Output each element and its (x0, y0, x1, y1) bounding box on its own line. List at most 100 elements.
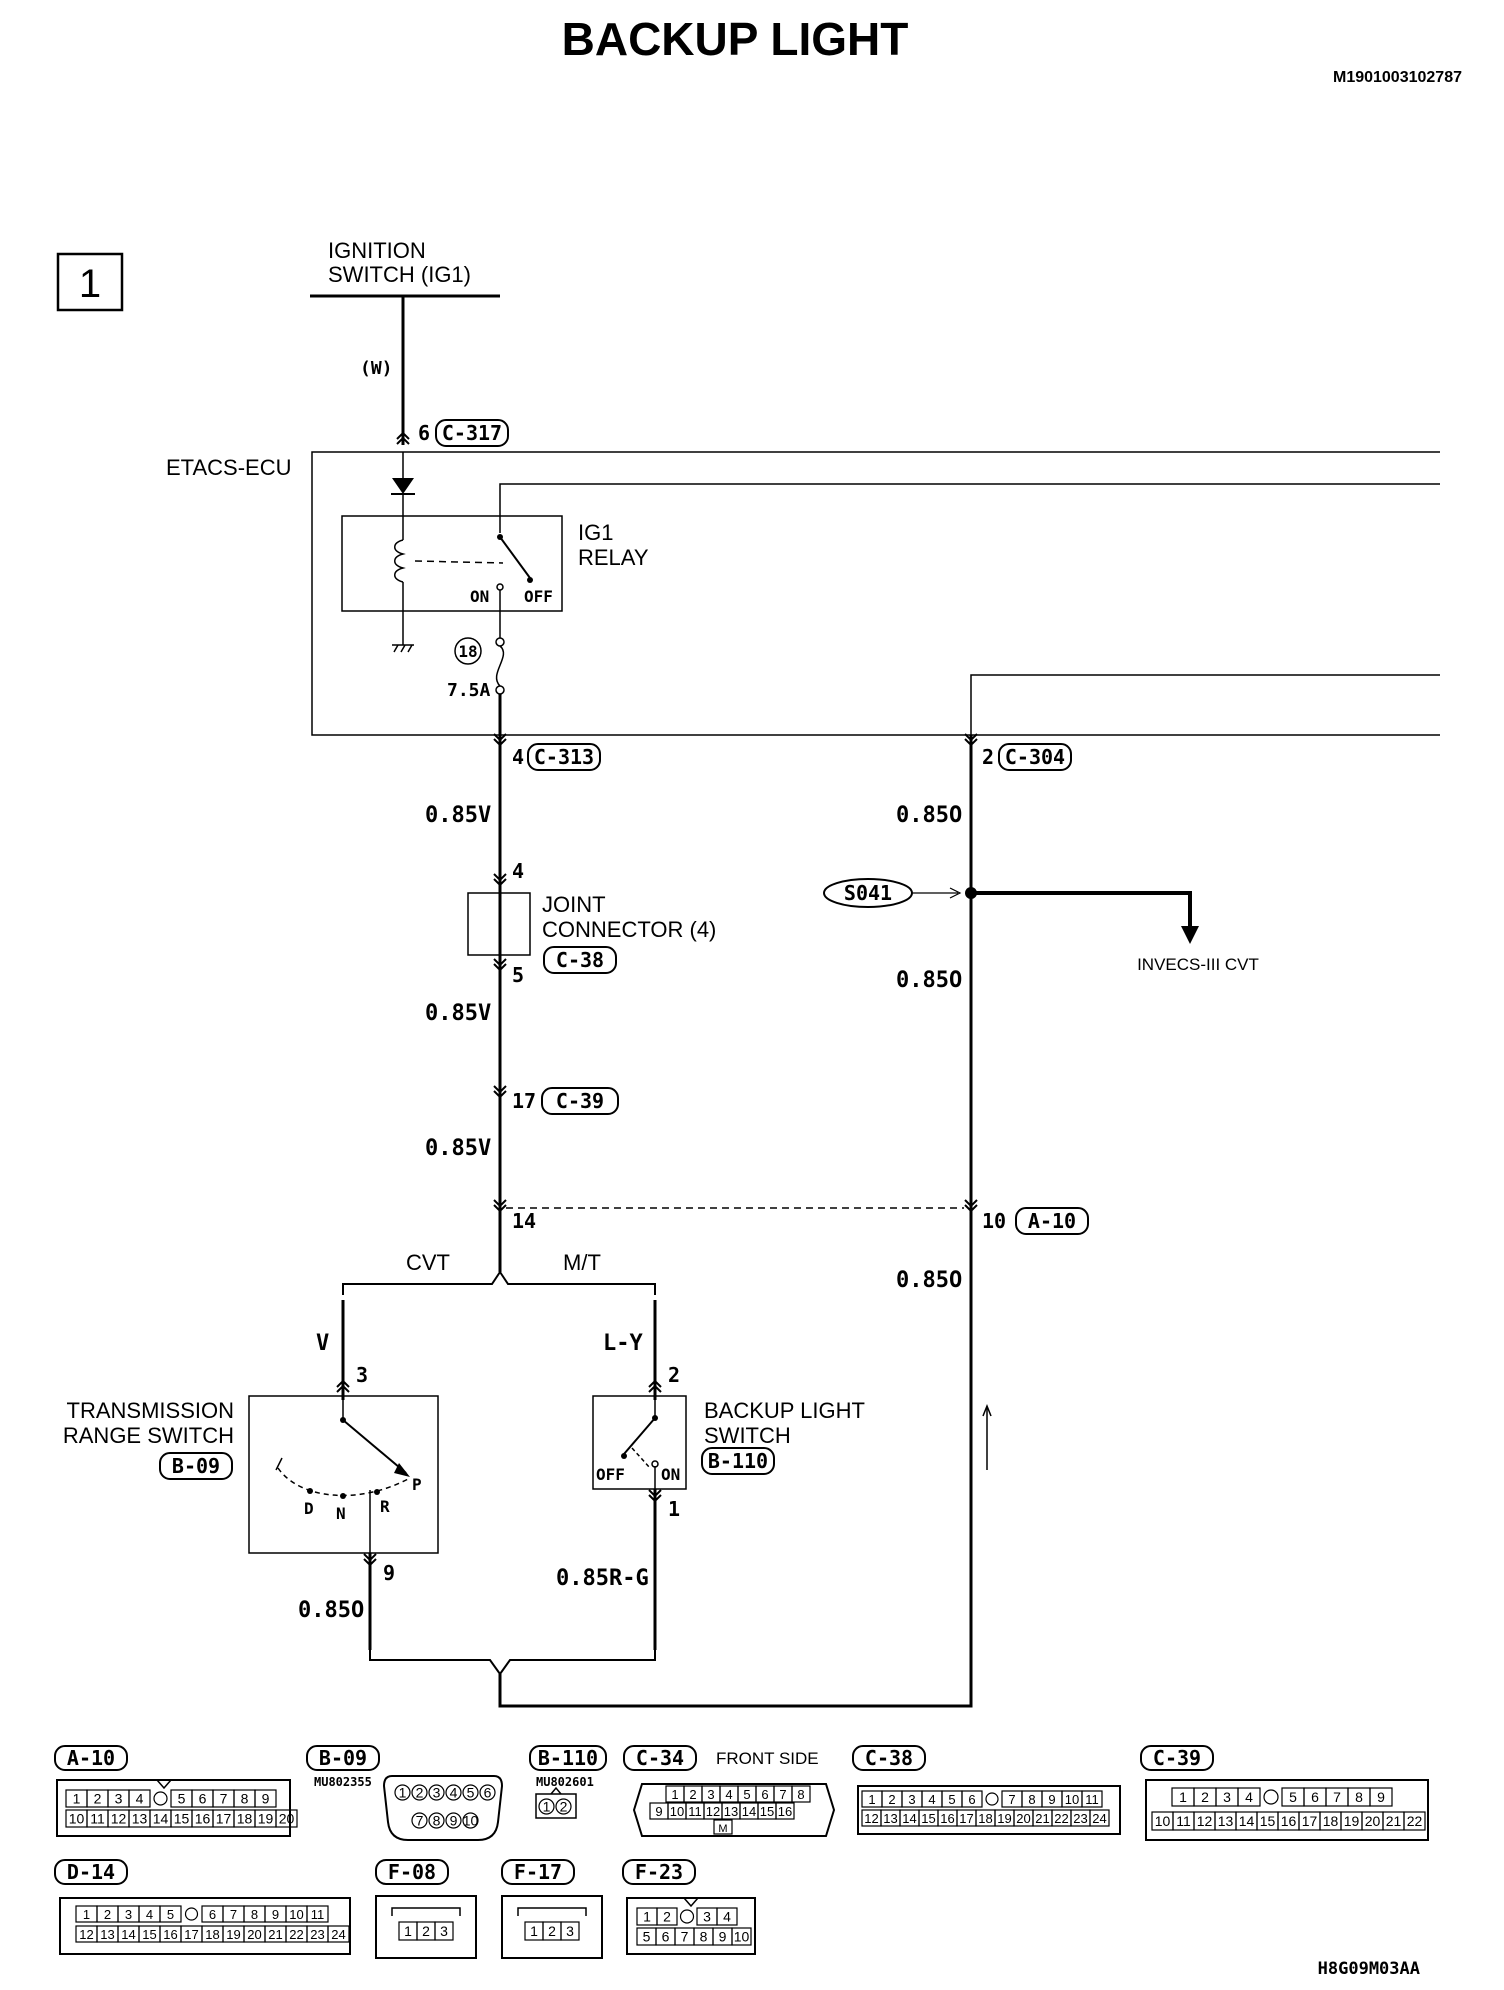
c304-label: C-304 (1005, 745, 1065, 769)
legend-c38-pin-number: 6 (968, 1792, 975, 1807)
legend-c39-pin-number: 2 (1201, 1789, 1209, 1805)
legend-b09-pin-number: 8 (433, 1813, 441, 1829)
legend-c38-pin-number: 14 (902, 1811, 916, 1826)
fuse-terminal-top (495, 637, 505, 647)
a10-badge (1015, 1207, 1089, 1235)
legend-d14-pin-number: 3 (125, 1907, 132, 1922)
invecs-label: INVECS-III CVT (1137, 955, 1259, 974)
relay-label-line1: IG1 (578, 520, 613, 545)
legend-a10-badge (54, 1745, 128, 1771)
legend-c34-pin-number: 13 (724, 1804, 738, 1819)
relay-coil-icon (394, 539, 406, 583)
legend-d14-pin-number: 7 (230, 1907, 237, 1922)
legend-a10-pin-number: 10 (69, 1811, 85, 1827)
page-title: BACKUP LIGHT (562, 13, 909, 65)
ig1-relay-box (341, 515, 563, 612)
legend-c39-blank-pin (1263, 1789, 1279, 1805)
legend-c34-row3: M (713, 1819, 733, 1835)
legend-f08-pin-number: 1 (404, 1923, 412, 1939)
c304-badge (998, 743, 1072, 771)
trs-n-contact (340, 1493, 346, 1499)
legend-f23-pin-number: 8 (700, 1929, 708, 1945)
b110-label: B-110 (708, 1449, 768, 1473)
legend-f23-pin-number: 6 (662, 1929, 670, 1945)
bls-label-line1: BACKUP LIGHT (704, 1398, 865, 1423)
legend-f17-pin-cell (560, 1921, 580, 1941)
legend-d14-pin-cell (306, 1905, 329, 1923)
jc-pin-out: 5 (512, 963, 524, 987)
legend-c34-pin-number: 2 (689, 1787, 696, 1802)
legend-b110-badge (529, 1745, 607, 1771)
legend-c34-pin-number: 5 (743, 1787, 750, 1802)
bottom-bracket (369, 1650, 656, 1676)
legend-c34-housing (632, 1783, 836, 1837)
c313-pin4: 4 (512, 745, 524, 769)
legend-b110-part: MU802601 (536, 1775, 594, 1789)
legend-c39-pin-number: 3 (1223, 1789, 1231, 1805)
legend-c38-pin-number: 19 (997, 1811, 1011, 1826)
legend-c38-pin-number: 9 (1048, 1792, 1055, 1807)
legend-c38-pin-number: 10 (1065, 1792, 1079, 1807)
legend-b110-housing (535, 1793, 577, 1819)
trs-d-label: D (304, 1499, 314, 1518)
legend-f23-label: F-23 (635, 1860, 683, 1884)
legend-b110-pin-number: 2 (560, 1799, 568, 1815)
bls-wire-out-label: 0.85R-G (556, 1566, 649, 1591)
legend-f23-pin-cell (656, 1907, 678, 1926)
legend-d14-pin-number: 12 (79, 1927, 93, 1942)
legend-c39-housing (1145, 1779, 1429, 1841)
legend-f23-blank-pin (679, 1909, 695, 1924)
legend-a10-pin-number: 19 (258, 1811, 274, 1827)
legend-b09-label: B-09 (319, 1746, 367, 1770)
cvt-mt-bracket (342, 1270, 656, 1295)
pin14: 14 (512, 1209, 536, 1233)
legend-f08-pin-number: 2 (422, 1923, 430, 1939)
trs-arc-end (275, 1457, 283, 1471)
ignition-label-line2: SWITCH (IG1) (328, 262, 471, 287)
legend-f23-pin-number: 9 (719, 1929, 727, 1945)
c38-badge (543, 946, 617, 974)
legend-b110-key (550, 1786, 562, 1795)
legend-c34-pin-number: 14 (742, 1804, 756, 1819)
legend-b09-pin-outline (394, 1784, 411, 1801)
jc-pin-in: 4 (512, 859, 524, 883)
legend-a10-blank-pin (153, 1791, 168, 1806)
invecs-arrow-icon (1181, 926, 1199, 944)
legend-c38-pin-number: 22 (1054, 1811, 1068, 1826)
legend-c38-pin-cell (1089, 1809, 1110, 1827)
legend-c34-pin-number: 8 (797, 1787, 804, 1802)
bls-pin-in: 2 (668, 1363, 680, 1387)
legend-f23-pin-number: 4 (723, 1909, 731, 1925)
legend-d14-pin-number: 16 (163, 1927, 177, 1942)
ig-wire-color: (W) (360, 358, 393, 379)
legend-f08-housing (375, 1895, 477, 1959)
legend-d14-pin-number: 4 (146, 1907, 153, 1922)
legend-c34-label: C-34 (636, 1746, 684, 1770)
legend-a10-pin-number: 13 (132, 1811, 148, 1827)
legend-f23-pin-number: 5 (643, 1929, 651, 1945)
legend-c38-pin-number: 23 (1073, 1811, 1087, 1826)
legend-b09-pin-number: 7 (416, 1813, 424, 1829)
legend-c38-pin-number: 11 (1085, 1792, 1099, 1807)
legend-b110-pin-number: 1 (543, 1799, 551, 1815)
legend-b09-pin-number: 3 (433, 1785, 441, 1801)
legend-b09-pin-number: 4 (450, 1785, 458, 1801)
c313-label: C-313 (534, 745, 594, 769)
legend-c34-pin-cell (775, 1802, 795, 1820)
legend-d14-pin-number: 23 (310, 1927, 324, 1942)
bls-label-line2: SWITCH (704, 1423, 791, 1448)
legend-d14-label: D-14 (67, 1860, 115, 1884)
legend-f08-pin-cell (434, 1921, 454, 1941)
relay-off-label: OFF (524, 587, 553, 606)
legend-f23-pin-cell (716, 1907, 738, 1926)
legend-a10-pin-number: 11 (90, 1811, 105, 1827)
legend-c38-pin-cell (1081, 1790, 1103, 1808)
legend-b09-pin-number: 6 (484, 1785, 492, 1801)
legend-d14-badge (54, 1859, 128, 1885)
diode-icon (392, 478, 414, 494)
